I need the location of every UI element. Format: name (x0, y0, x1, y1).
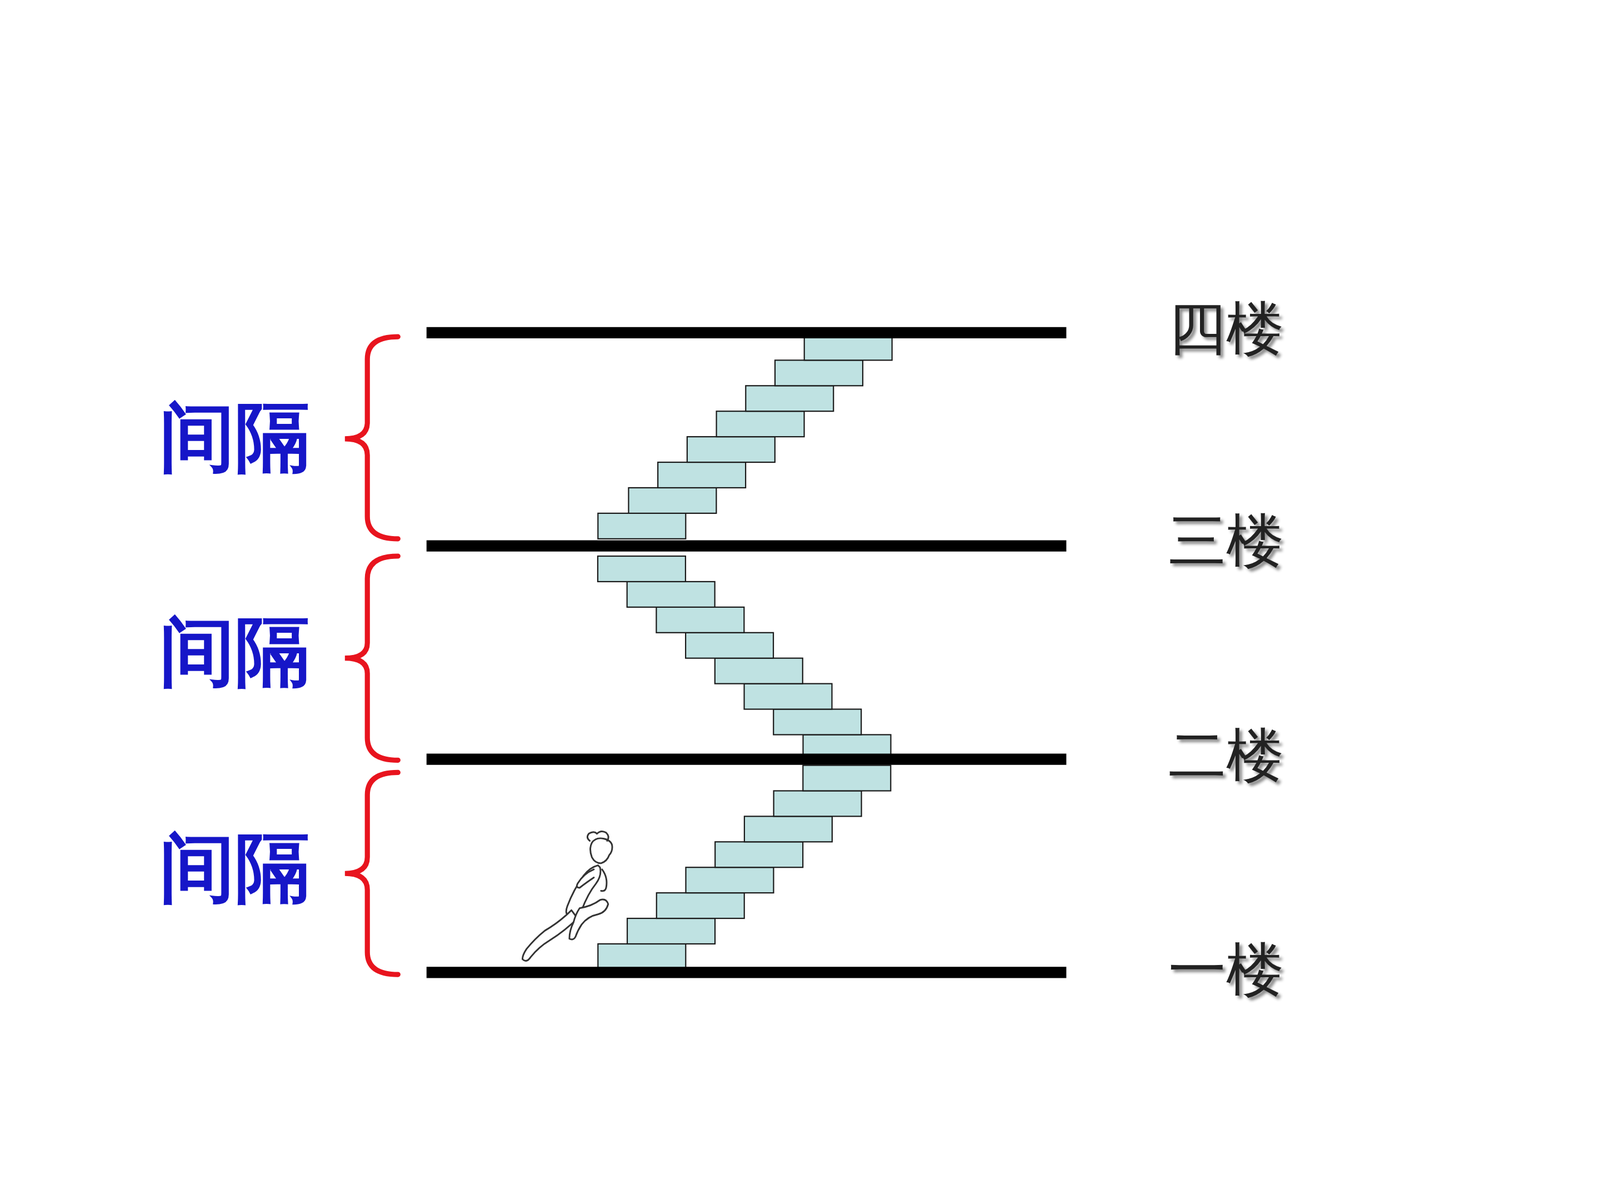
stair-step (687, 436, 775, 463)
runner-hair (587, 831, 609, 841)
interval-label: 间隔 (159, 398, 311, 475)
stair-step (657, 462, 746, 488)
stair-step (802, 765, 891, 792)
stair-step (628, 487, 717, 514)
stair-step (627, 581, 715, 608)
stair-step (685, 632, 774, 659)
floor-label: 二楼 (1168, 726, 1284, 784)
runner-arm (601, 869, 607, 892)
stair-step (656, 607, 744, 633)
floor-line (426, 327, 1067, 339)
stair-step (804, 334, 893, 360)
stair-step (656, 892, 745, 919)
curly-bracket (345, 336, 399, 539)
floor-line (426, 966, 1067, 978)
interval-label: 间隔 (159, 613, 311, 689)
runner-arm (576, 869, 594, 888)
floor-line (426, 540, 1067, 552)
stair-steps (597, 334, 893, 969)
stair-step (597, 943, 686, 970)
stair-step (744, 683, 833, 710)
curly-bracket (345, 556, 399, 760)
floor-label: 一楼 (1168, 940, 1284, 999)
floor-lines (426, 332, 1067, 973)
floor-label: 四楼 (1168, 299, 1284, 358)
stair-step (773, 790, 862, 817)
stair-step (773, 709, 862, 735)
runner-figure (522, 831, 613, 961)
stair-step (627, 918, 715, 944)
stair-step (745, 385, 834, 412)
curly-bracket (345, 772, 399, 975)
stair-step (597, 556, 686, 582)
runner-head (590, 838, 613, 864)
stair-step (597, 513, 686, 539)
stair-step (715, 658, 803, 684)
runner-leg (569, 899, 609, 940)
stair-step (716, 411, 805, 437)
curly-brackets (345, 336, 399, 975)
floor-label: 三楼 (1168, 511, 1284, 570)
interval-label: 间隔 (159, 829, 311, 905)
floor-line (426, 753, 1067, 765)
stair-step (685, 867, 774, 893)
stair-step (744, 816, 833, 842)
stair-step (775, 360, 863, 386)
stair-step (715, 841, 803, 868)
